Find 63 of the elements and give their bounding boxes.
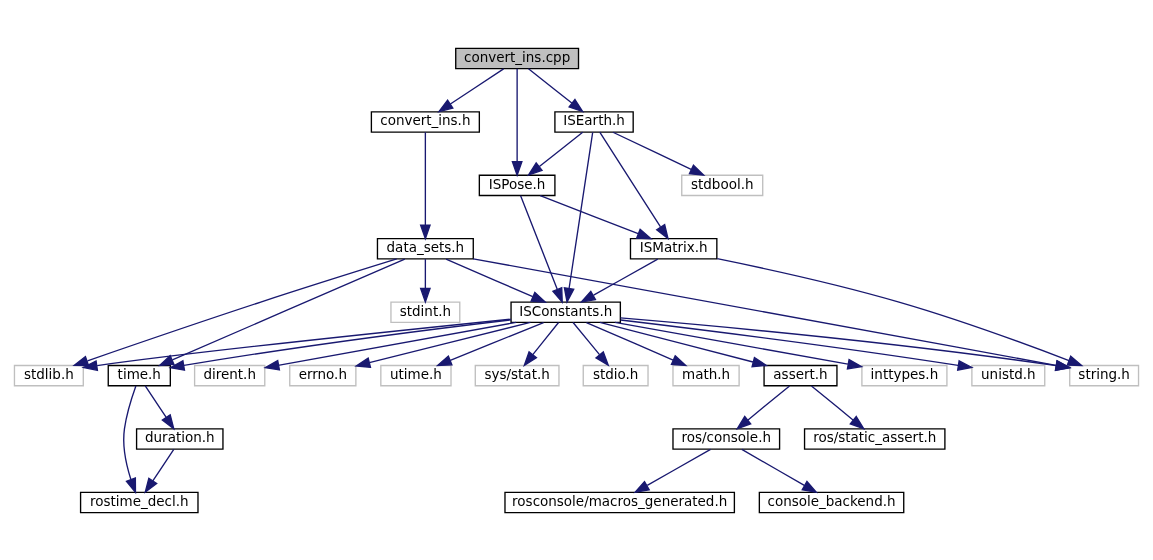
arrow — [523, 321, 560, 367]
node-box: ISMatrix.h — [629, 237, 718, 260]
node-box: data_sets.h — [376, 237, 474, 260]
arrow — [619, 316, 1072, 371]
node-box: unistd.h — [971, 364, 1046, 386]
arrow — [526, 131, 584, 176]
node-box: rosconsole/macros_generated.h — [504, 491, 736, 513]
arrow — [735, 384, 791, 430]
arrow — [539, 194, 653, 239]
arrow — [72, 257, 398, 366]
arrow — [81, 317, 512, 371]
arrow — [612, 131, 706, 176]
arrow — [599, 131, 670, 240]
node-box: convert_ins.h — [370, 110, 480, 133]
arrow — [810, 384, 866, 430]
node-box: console_backend.h — [758, 491, 905, 513]
node-box: ros/static_assert.h — [803, 427, 946, 450]
node-box: errno.h — [289, 364, 357, 386]
node-box: ros/console.h — [672, 427, 781, 450]
arrow — [419, 131, 432, 241]
arrow — [614, 321, 864, 370]
node-box: inttypes.h — [861, 364, 948, 386]
arrow — [445, 257, 548, 303]
node-box: time.h — [107, 364, 171, 386]
arrow — [579, 257, 659, 303]
arrow — [716, 257, 1084, 366]
node-box: stdio.h — [582, 364, 649, 386]
node-box: stdint.h — [390, 300, 461, 323]
node-box: assert.h — [763, 364, 838, 386]
arrow — [472, 257, 1072, 371]
arrow — [435, 321, 545, 366]
arrow — [168, 318, 512, 371]
arrow — [511, 67, 523, 177]
arrow — [123, 384, 137, 494]
arrow — [437, 67, 505, 113]
node-box: utime.h — [380, 364, 452, 386]
arrow — [585, 321, 688, 366]
arrow — [633, 448, 712, 493]
node-box: stdlib.h — [13, 364, 84, 386]
arrow — [419, 257, 432, 304]
node-box: math.h — [672, 364, 740, 386]
arrow — [354, 321, 532, 368]
arrow — [519, 194, 563, 304]
arrow — [619, 318, 974, 371]
node-box: dirent.h — [193, 364, 266, 386]
node-box: ISPose.h — [478, 174, 556, 196]
node-box: sys/stat.h — [474, 364, 560, 386]
arrow — [741, 448, 819, 493]
arrow — [263, 321, 517, 371]
arrow — [572, 321, 610, 367]
node-box: rostime_decl.h — [79, 491, 199, 513]
node-box: ISConstants.h — [510, 300, 622, 323]
node-box: convert_ins.cpp — [455, 47, 580, 69]
node-box: duration.h — [135, 427, 224, 450]
arrow — [157, 257, 406, 366]
node-box: stdbool.h — [681, 174, 764, 196]
arrow — [599, 321, 769, 367]
node-box: ISEarth.h — [554, 110, 634, 133]
arrow — [563, 131, 594, 304]
arrow — [527, 67, 585, 113]
arrow — [144, 448, 175, 494]
arrow — [144, 384, 175, 430]
node-box: string.h — [1069, 364, 1140, 386]
